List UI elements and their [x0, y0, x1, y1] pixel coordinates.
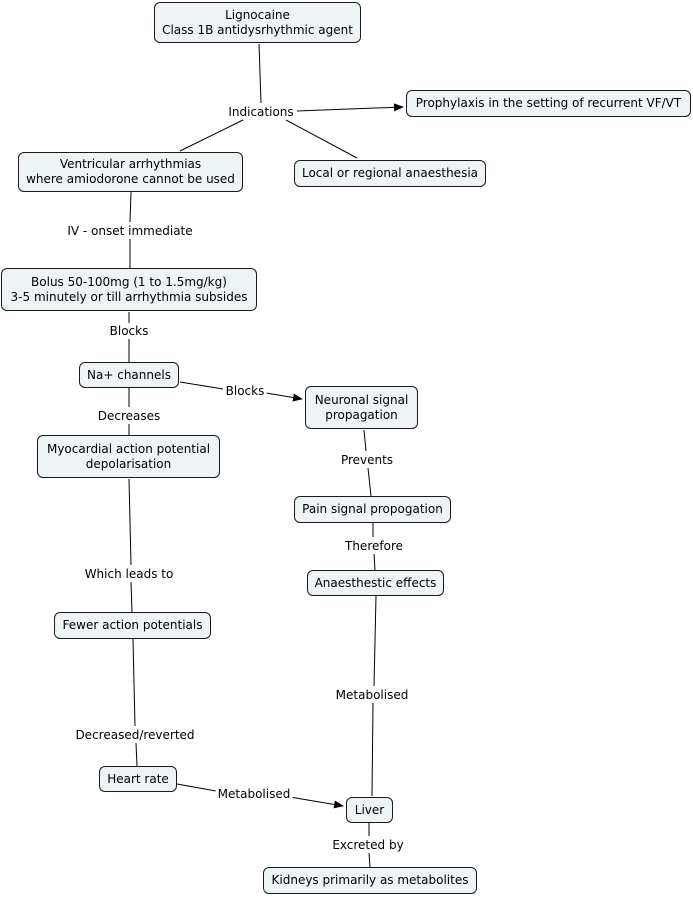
link-label-metabolised-heartrate: Metabolised: [215, 787, 293, 801]
edge-neuronal-prevents: [363, 429, 367, 452]
edge-indications-ventricular: [179, 119, 244, 152]
node-myocardial-ap[interactable]: Myocardial action potential depolarisati…: [37, 435, 220, 478]
edge-myocardial-which: [128, 478, 132, 566]
link-label-iv-onset: IV - onset immediate: [65, 224, 195, 238]
node-pain-signal[interactable]: Pain signal propogation: [294, 496, 451, 523]
edge-heartrate-metabolised: [176, 783, 217, 792]
link-label-prevents: Prevents: [338, 453, 396, 467]
node-liver[interactable]: Liver: [346, 797, 393, 823]
node-heart-rate[interactable]: Heart rate: [99, 766, 177, 792]
edge-decreased-heartrate: [135, 742, 138, 767]
link-label-metabolised: Metabolised: [333, 688, 411, 702]
edge-anaesthetic-metabolised: [373, 595, 377, 687]
link-label-decreased-reverted: Decreased/reverted: [73, 728, 197, 742]
link-label-which-leads-to: Which leads to: [82, 567, 176, 581]
node-bolus[interactable]: Bolus 50-100mg (1 to 1.5mg/kg) 3-5 minut…: [1, 268, 257, 311]
edge-na-blocks: [179, 381, 224, 390]
edge-indications-prophylaxis: [296, 103, 404, 112]
link-label-decreases: Decreases: [95, 409, 163, 423]
node-neuronal-signal[interactable]: Neuronal signal propagation: [305, 386, 418, 429]
link-label-indications: Indications: [226, 105, 296, 119]
node-na-channels[interactable]: Na+ channels: [79, 362, 179, 388]
edge-lignocaine-indications: [258, 43, 262, 104]
edge-metabolised-liver-2: [289, 796, 344, 809]
edge-blocks-neuronal: [265, 392, 303, 402]
edge-therefore-anaesthetic: [373, 553, 376, 571]
node-anaesthetic-effects[interactable]: Anaesthestic effects: [307, 570, 444, 596]
link-label-excreted-by: Excreted by: [330, 838, 406, 852]
node-local-anaesthesia[interactable]: Local or regional anaesthesia: [294, 160, 486, 187]
edge-which-fewer: [130, 581, 133, 613]
edge-ventricular-iv: [129, 191, 132, 223]
link-label-blocks-neuronal: Blocks: [223, 384, 267, 398]
node-lignocaine[interactable]: Lignocaine Class 1B antidysrhythmic agen…: [154, 2, 361, 43]
node-kidneys[interactable]: Kidneys primarily as metabolites: [263, 867, 477, 894]
node-ventricular-arrhythmias[interactable]: Ventricular arrhythmias where amiodorone…: [18, 152, 243, 192]
edge-prevents-pain: [367, 467, 372, 497]
edge-excreted-kidneys: [368, 852, 371, 868]
node-prophylaxis[interactable]: Prophylaxis in the setting of recurrent …: [406, 90, 691, 117]
edge-fewer-decreased: [132, 638, 136, 727]
node-fewer-action-potentials[interactable]: Fewer action potentials: [54, 612, 211, 639]
edge-metabolised-liver: [371, 702, 374, 797]
edge-indications-local: [285, 119, 358, 159]
link-label-blocks: Blocks: [107, 324, 151, 338]
link-label-therefore: Therefore: [343, 539, 405, 553]
